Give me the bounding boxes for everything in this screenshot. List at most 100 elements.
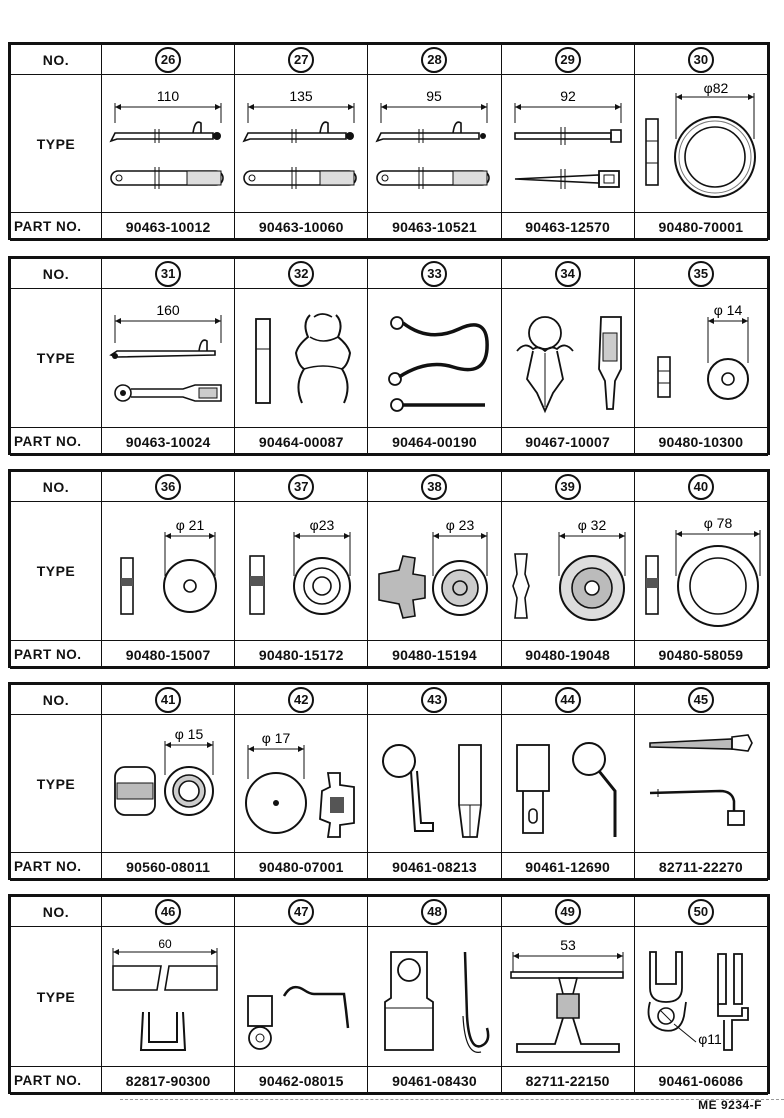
document-code: ME 9234-F (698, 1098, 762, 1112)
item-number-cell: 27 (234, 44, 369, 75)
footer-rule (120, 1099, 784, 1100)
part-number: 90467-10007 (500, 427, 635, 456)
dimension-label: 160 (156, 302, 180, 318)
hook-clamp-icon (384, 950, 490, 1053)
part-number: 82817-90300 (100, 1066, 236, 1095)
part-no-header: PART NO. (10, 427, 102, 456)
grommet-icon: φ 78 (645, 515, 761, 627)
plug-grommet-icon: φ 17 (245, 730, 356, 838)
part-number: 90461-12690 (500, 852, 635, 881)
item-number: 34 (554, 260, 581, 287)
grommet-icon: φ 21 (120, 517, 218, 615)
type-drawing-cell: φ 14 (633, 288, 769, 428)
item-number-cell: 35 (633, 258, 769, 289)
grommet-icon: φ 23 (378, 517, 489, 619)
type-drawing-cell (500, 288, 635, 428)
item-number: 35 (687, 260, 714, 287)
item-number: 27 (288, 46, 315, 73)
type-header: TYPE (10, 288, 102, 428)
item-number: 37 (288, 473, 315, 500)
item-number: 36 (155, 473, 182, 500)
item-number-cell: 42 (234, 684, 369, 715)
item-number: 38 (421, 473, 448, 500)
part-number: 90461-08430 (367, 1066, 502, 1095)
type-drawing-cell: φ 17 (234, 714, 369, 853)
item-number-cell: 39 (500, 471, 635, 502)
parts-table-1: NO. 26 27 28 29 30 TYPE 110 (8, 42, 770, 241)
dimension-label: φ82 (704, 80, 729, 96)
type-drawing-cell: 95 (367, 74, 502, 213)
item-number-cell: 50 (633, 896, 769, 927)
dimension-label: φ 17 (262, 730, 291, 746)
part-number: 90480-15194 (367, 640, 502, 669)
wire-clip-icon (255, 313, 352, 404)
no-header: NO. (10, 684, 102, 715)
part-number: 90463-10521 (367, 212, 502, 241)
item-number-cell: 38 (367, 471, 502, 502)
dimension-label: φ 32 (577, 517, 606, 533)
item-number: 49 (554, 898, 581, 925)
harness-clamp-icon: 160 (109, 302, 222, 402)
dimension-label: 92 (560, 88, 576, 104)
item-number-cell: 41 (100, 684, 236, 715)
part-number: 90560-08011 (100, 852, 236, 881)
dimension-label: 53 (560, 937, 576, 953)
loop-clamp-icon (388, 316, 490, 412)
harness-clamp-icon: 135 (242, 88, 358, 189)
type-drawing-cell: 53 (500, 926, 635, 1067)
part-number: 90480-58059 (633, 640, 769, 669)
item-number-cell: 43 (367, 684, 502, 715)
grommet-icon: φ23 (249, 517, 352, 615)
item-number: 40 (687, 473, 714, 500)
type-header: TYPE (10, 74, 102, 213)
item-number-cell: 28 (367, 44, 502, 75)
edge-clip-icon: 60 (112, 937, 218, 1051)
type-drawing-cell: 60 (100, 926, 236, 1067)
type-drawing-cell: φ 21 (100, 501, 236, 641)
type-drawing-cell: φ 78 (633, 501, 769, 641)
bracket-clip-icon: 53 (509, 937, 624, 1053)
part-number: 90464-00087 (234, 427, 369, 456)
part-number: 90480-07001 (234, 852, 369, 881)
item-number: 42 (288, 686, 315, 713)
item-number-cell: 45 (633, 684, 769, 715)
item-number-cell: 33 (367, 258, 502, 289)
type-header: TYPE (10, 501, 102, 641)
part-number: 90480-15007 (100, 640, 236, 669)
grommet-icon: φ 15 (114, 726, 215, 816)
item-number: 26 (155, 46, 182, 73)
type-drawing-cell: 92 (500, 74, 635, 213)
dimension-label: φ11 (698, 1031, 722, 1047)
dimension-label: 95 (427, 88, 443, 104)
type-drawing-cell (633, 714, 769, 853)
no-header: NO. (10, 471, 102, 502)
part-number: 90463-10060 (234, 212, 369, 241)
item-number-cell: 29 (500, 44, 635, 75)
grommet-icon: φ82 (645, 80, 756, 198)
cable-tie-icon (649, 733, 753, 826)
part-number: 90464-00190 (367, 427, 502, 456)
part-number: 90480-19048 (500, 640, 635, 669)
type-drawing-cell: φ82 (633, 74, 769, 213)
part-no-header: PART NO. (10, 640, 102, 669)
dimension-label: φ 23 (446, 517, 475, 533)
parts-table-2: NO. 31 32 33 34 35 TYPE 160 (8, 256, 770, 456)
item-number: 31 (155, 260, 182, 287)
part-no-header: PART NO. (10, 852, 102, 881)
grommet-icon: φ 32 (511, 517, 626, 621)
type-drawing-cell: φ11 (633, 926, 769, 1067)
item-number: 43 (421, 686, 448, 713)
dimension-label: 135 (290, 88, 314, 104)
part-no-header: PART NO. (10, 212, 102, 241)
type-drawing-cell: 110 (100, 74, 236, 213)
type-drawing-cell (367, 288, 502, 428)
type-drawing-cell: φ23 (234, 501, 369, 641)
type-drawing-cell: φ 23 (367, 501, 502, 641)
item-number: 45 (687, 686, 714, 713)
parts-table-4: NO. 41 42 43 44 45 TYPE φ 15 (8, 682, 770, 881)
type-drawing-cell: 160 (100, 288, 236, 428)
item-number-cell: 49 (500, 896, 635, 927)
dimension-label: 60 (158, 937, 172, 951)
item-number-cell: 47 (234, 896, 369, 927)
type-drawing-cell (367, 926, 502, 1067)
